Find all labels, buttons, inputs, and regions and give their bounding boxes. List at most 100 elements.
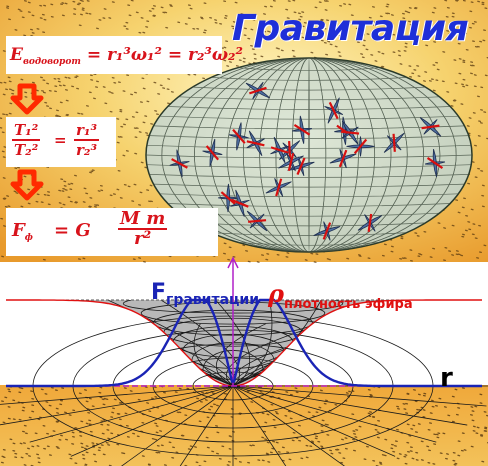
ground-spoke: [179, 385, 234, 466]
meridian: [308, 58, 310, 252]
vortex-axis: [341, 130, 360, 135]
parallel: [146, 164, 472, 169]
vortex-axis: [288, 141, 292, 160]
kepler-left-fraction: T₁² T₂²: [12, 121, 41, 159]
vortex: [218, 183, 239, 213]
vortex-axis: [287, 153, 295, 171]
down-arrow-icon: [10, 169, 44, 201]
ground-spoke: [232, 385, 487, 407]
force-subscript: гравитации: [166, 292, 260, 308]
meridian: [226, 58, 392, 252]
vortex-axis: [328, 101, 339, 120]
ground-spoke: [232, 385, 437, 443]
ground-spoke: [29, 385, 234, 443]
parallel: [159, 115, 459, 120]
kepler-den-left: T₂²: [14, 141, 39, 159]
density-curve: [6, 299, 482, 387]
kepler-equals: =: [54, 131, 67, 149]
newton-lhs: F: [12, 220, 25, 241]
newton-fraction: M m r²: [118, 208, 168, 249]
parallel: [192, 86, 426, 91]
ground-spoke: [0, 385, 234, 426]
graph-curves: [6, 256, 482, 388]
vortex-axis: [246, 140, 265, 147]
ground-spoke: [232, 385, 396, 457]
vortex-axis: [220, 191, 236, 205]
vortex-axis: [293, 123, 311, 136]
vortex-axis: [392, 133, 396, 152]
parallel: [211, 77, 407, 81]
meridian: [242, 58, 376, 252]
vortex-axis: [353, 138, 368, 155]
vortex: [278, 152, 304, 172]
parallel: [237, 67, 381, 72]
density-symbol: ρ: [268, 279, 284, 308]
newton-eq: = G: [54, 220, 91, 241]
down-arrow-icon: [10, 83, 44, 115]
vortex: [424, 148, 446, 178]
vortex: [169, 149, 190, 178]
meridian: [161, 58, 457, 252]
vortex-axis: [232, 128, 246, 144]
parallel: [178, 96, 440, 101]
vortex-axis: [171, 158, 188, 169]
ground-spoke: [70, 385, 234, 457]
vortex-axis: [275, 178, 283, 197]
force-label: Fгравитации: [151, 280, 259, 308]
vortex: [313, 221, 341, 241]
vortex-axis: [338, 149, 348, 168]
parallel: [146, 154, 472, 159]
newton-den: r²: [133, 228, 152, 249]
vortex-axis: [367, 213, 373, 232]
ground-spoke: [232, 385, 287, 466]
newton-lhs-wrap: Fф: [12, 220, 33, 243]
kepler-num-left: T₁²: [12, 121, 41, 141]
ground-spoke: [0, 385, 234, 405]
vortex-axis: [270, 146, 289, 154]
density-label: ρплотность эфира: [268, 279, 413, 312]
vortex-axis: [421, 124, 440, 130]
parallel: [159, 193, 459, 198]
funnel-spoke: [137, 300, 240, 386]
vortex: [228, 122, 249, 151]
vortex: [279, 140, 301, 160]
ground-spoke: [121, 385, 234, 466]
vortex-axis: [249, 86, 267, 95]
vortex: [230, 189, 250, 217]
funnel-spoke: [200, 300, 250, 386]
kepler-den-right: r₂³: [76, 141, 98, 159]
axis-label-r: r: [440, 363, 453, 393]
vertical-axis-arrow: [227, 256, 239, 269]
energy-lhs: E: [10, 45, 23, 65]
parallel: [149, 135, 469, 139]
parallel: [146, 144, 472, 149]
parallel: [153, 183, 465, 188]
parallel: [167, 203, 451, 207]
page-title: Гравитация: [232, 8, 469, 49]
force-curve: [6, 298, 482, 388]
newton-lhs-sub: ф: [24, 233, 33, 243]
kepler-num-right: r₁³: [74, 121, 100, 141]
vortex: [202, 138, 223, 167]
vortex-axis: [322, 222, 332, 240]
parallel: [149, 174, 469, 178]
vortex: [346, 136, 375, 157]
vortex: [419, 117, 442, 137]
sphere-grid: [146, 58, 472, 252]
force-symbol: F: [151, 280, 167, 305]
energy-rhs: = r₁³ω₁² = r₂³ω₂²: [86, 45, 243, 65]
vortex: [265, 178, 292, 197]
arrows: [10, 83, 44, 201]
vortex: [341, 120, 360, 145]
newton-formula: Fф = G M m r²: [6, 208, 218, 256]
parallel: [192, 222, 426, 227]
vortex: [357, 213, 383, 232]
kepler-right-fraction: r₁³ r₂³: [74, 121, 100, 159]
vortex-axis: [296, 157, 306, 176]
density-subscript: плотность эфира: [283, 297, 413, 312]
newton-num: M m: [118, 208, 168, 230]
vortex-axis: [426, 157, 444, 169]
vortex: [324, 97, 344, 124]
